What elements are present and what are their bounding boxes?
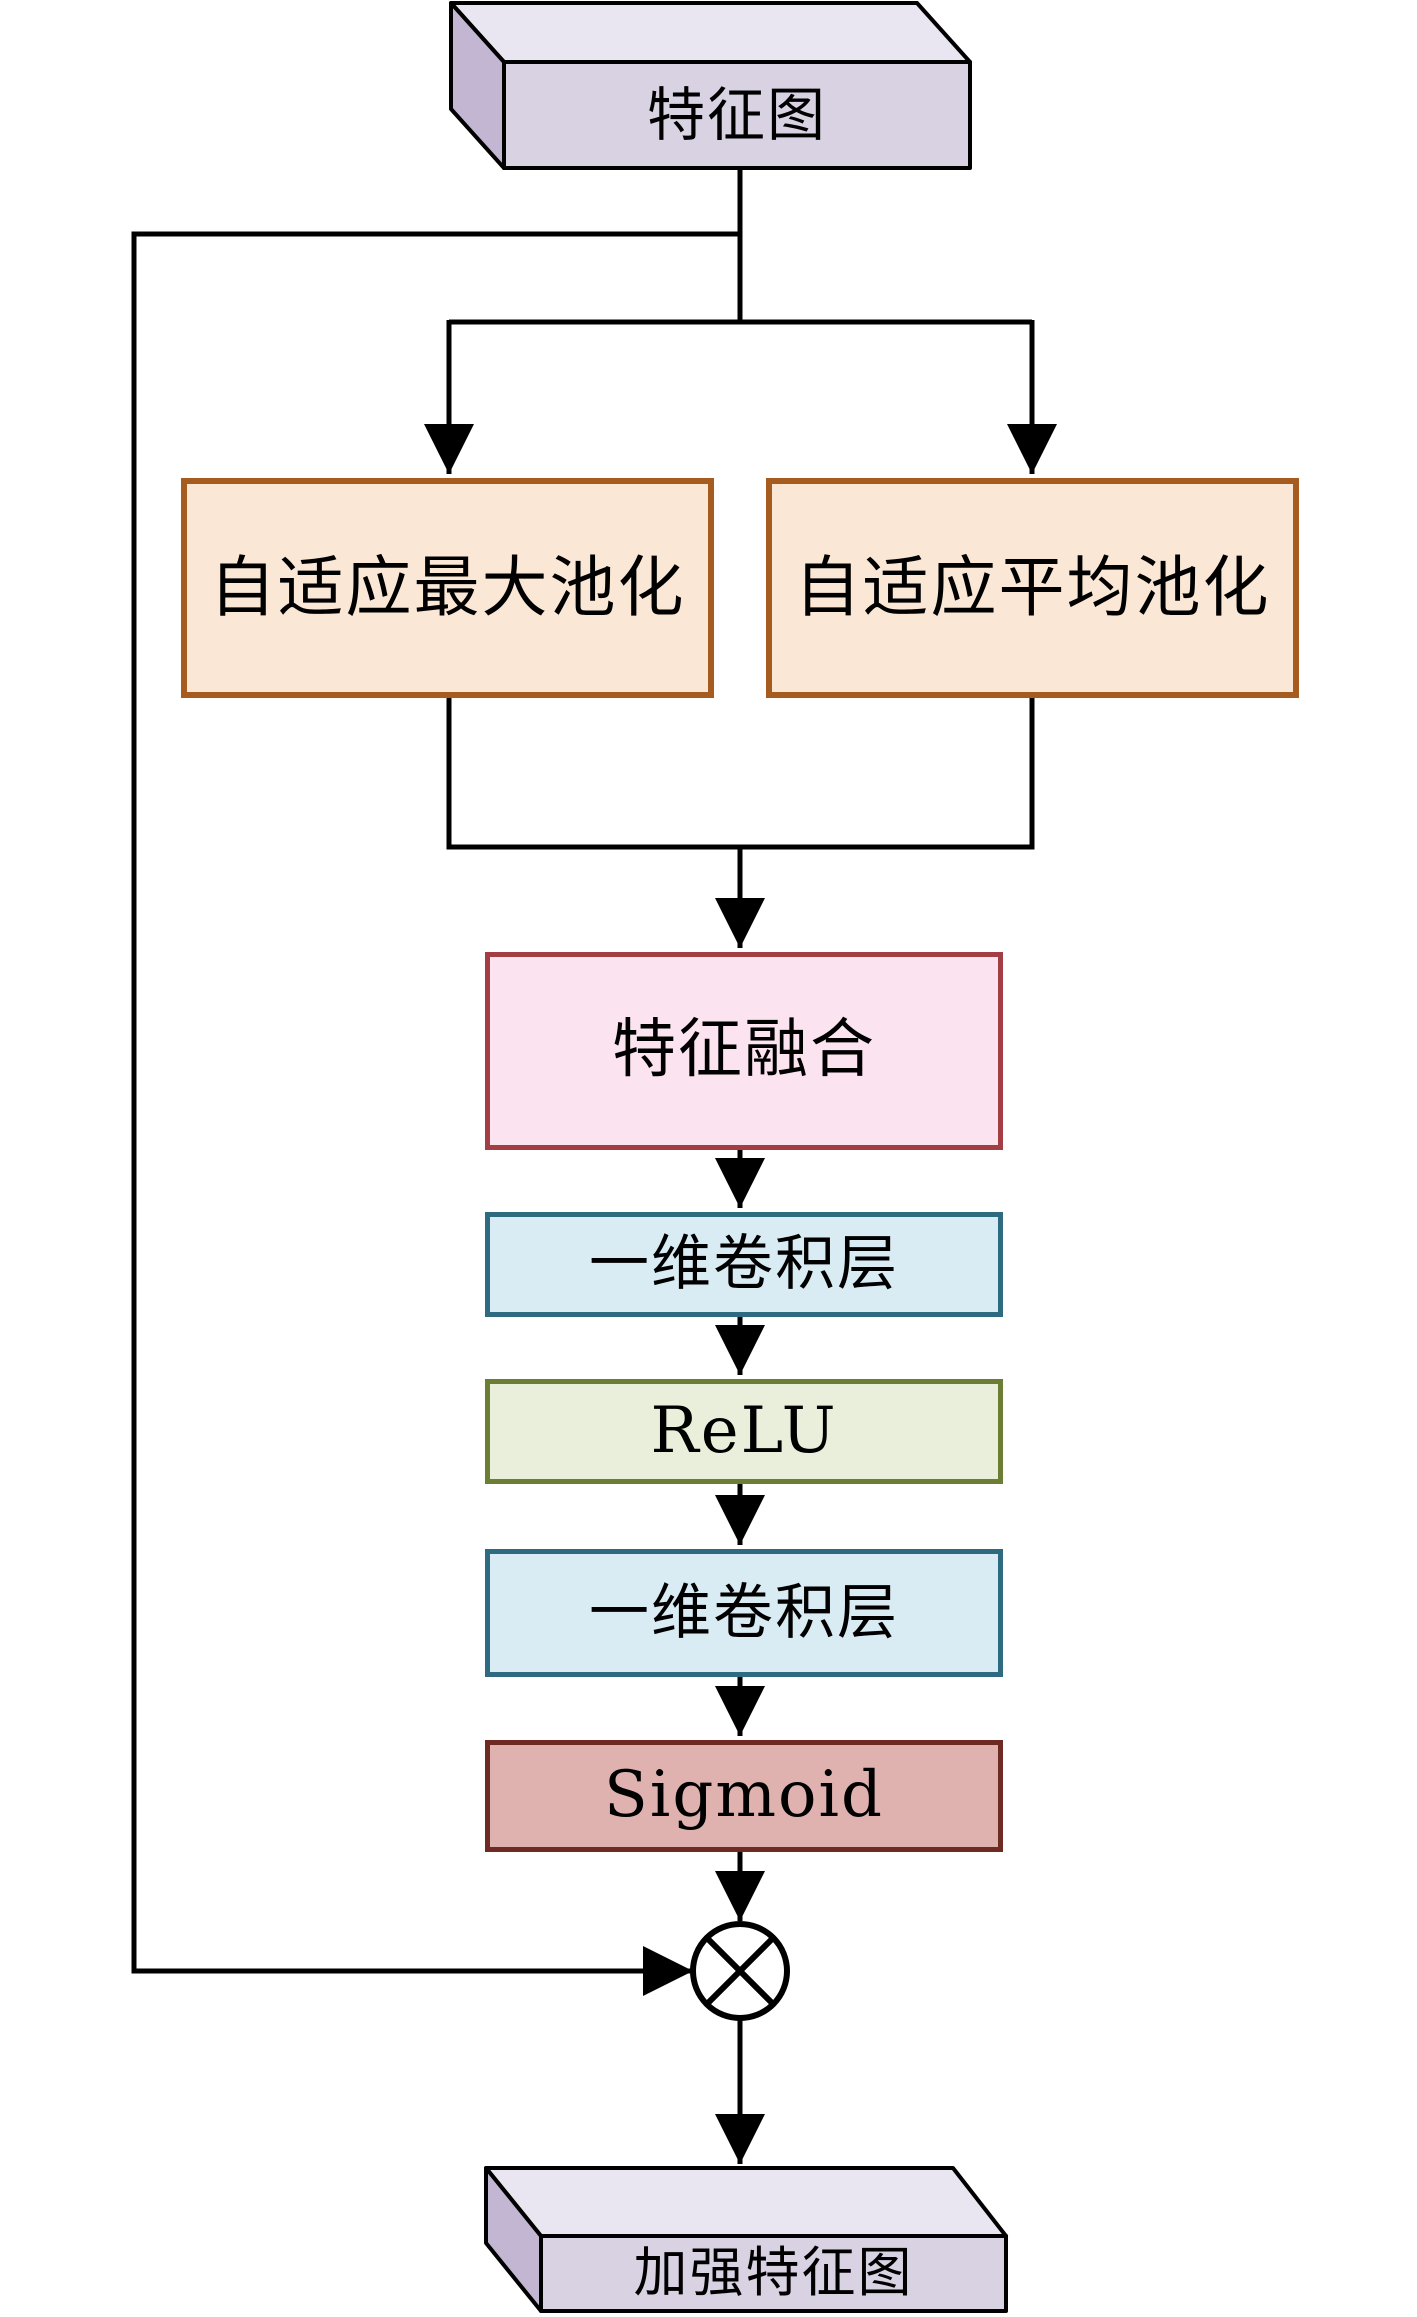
enhanced-cuboid-front-face bbox=[539, 2234, 1008, 2313]
feature-map-cuboid-top-face bbox=[449, 1, 972, 64]
edge-merge bbox=[446, 698, 1035, 850]
node-relu: ReLU bbox=[485, 1379, 1003, 1484]
node-conv1d-second: 一维卷积层 bbox=[485, 1549, 1003, 1677]
node-feature-map: 特征图 bbox=[646, 80, 827, 149]
connectors bbox=[131, 168, 1057, 2164]
feature-map-cuboid bbox=[449, 1, 972, 170]
node-adaptive-avg-pool: 自适应平均池化 bbox=[766, 478, 1299, 698]
multiply-icon bbox=[690, 1921, 790, 2021]
node-enhanced-feature-map: 加强特征图 bbox=[633, 2241, 914, 2305]
enhanced-feature-map-cuboid bbox=[484, 2166, 1008, 2313]
enhanced-cuboid-top-face bbox=[484, 2166, 1008, 2238]
edge-skip-connection bbox=[131, 231, 740, 1996]
node-sigmoid: Sigmoid bbox=[485, 1740, 1003, 1852]
node-adaptive-max-pool: 自适应最大池化 bbox=[181, 478, 714, 698]
node-feature-fusion: 特征融合 bbox=[485, 952, 1003, 1150]
feature-map-cuboid-front-face bbox=[502, 60, 972, 170]
node-conv1d-first: 一维卷积层 bbox=[485, 1212, 1003, 1317]
